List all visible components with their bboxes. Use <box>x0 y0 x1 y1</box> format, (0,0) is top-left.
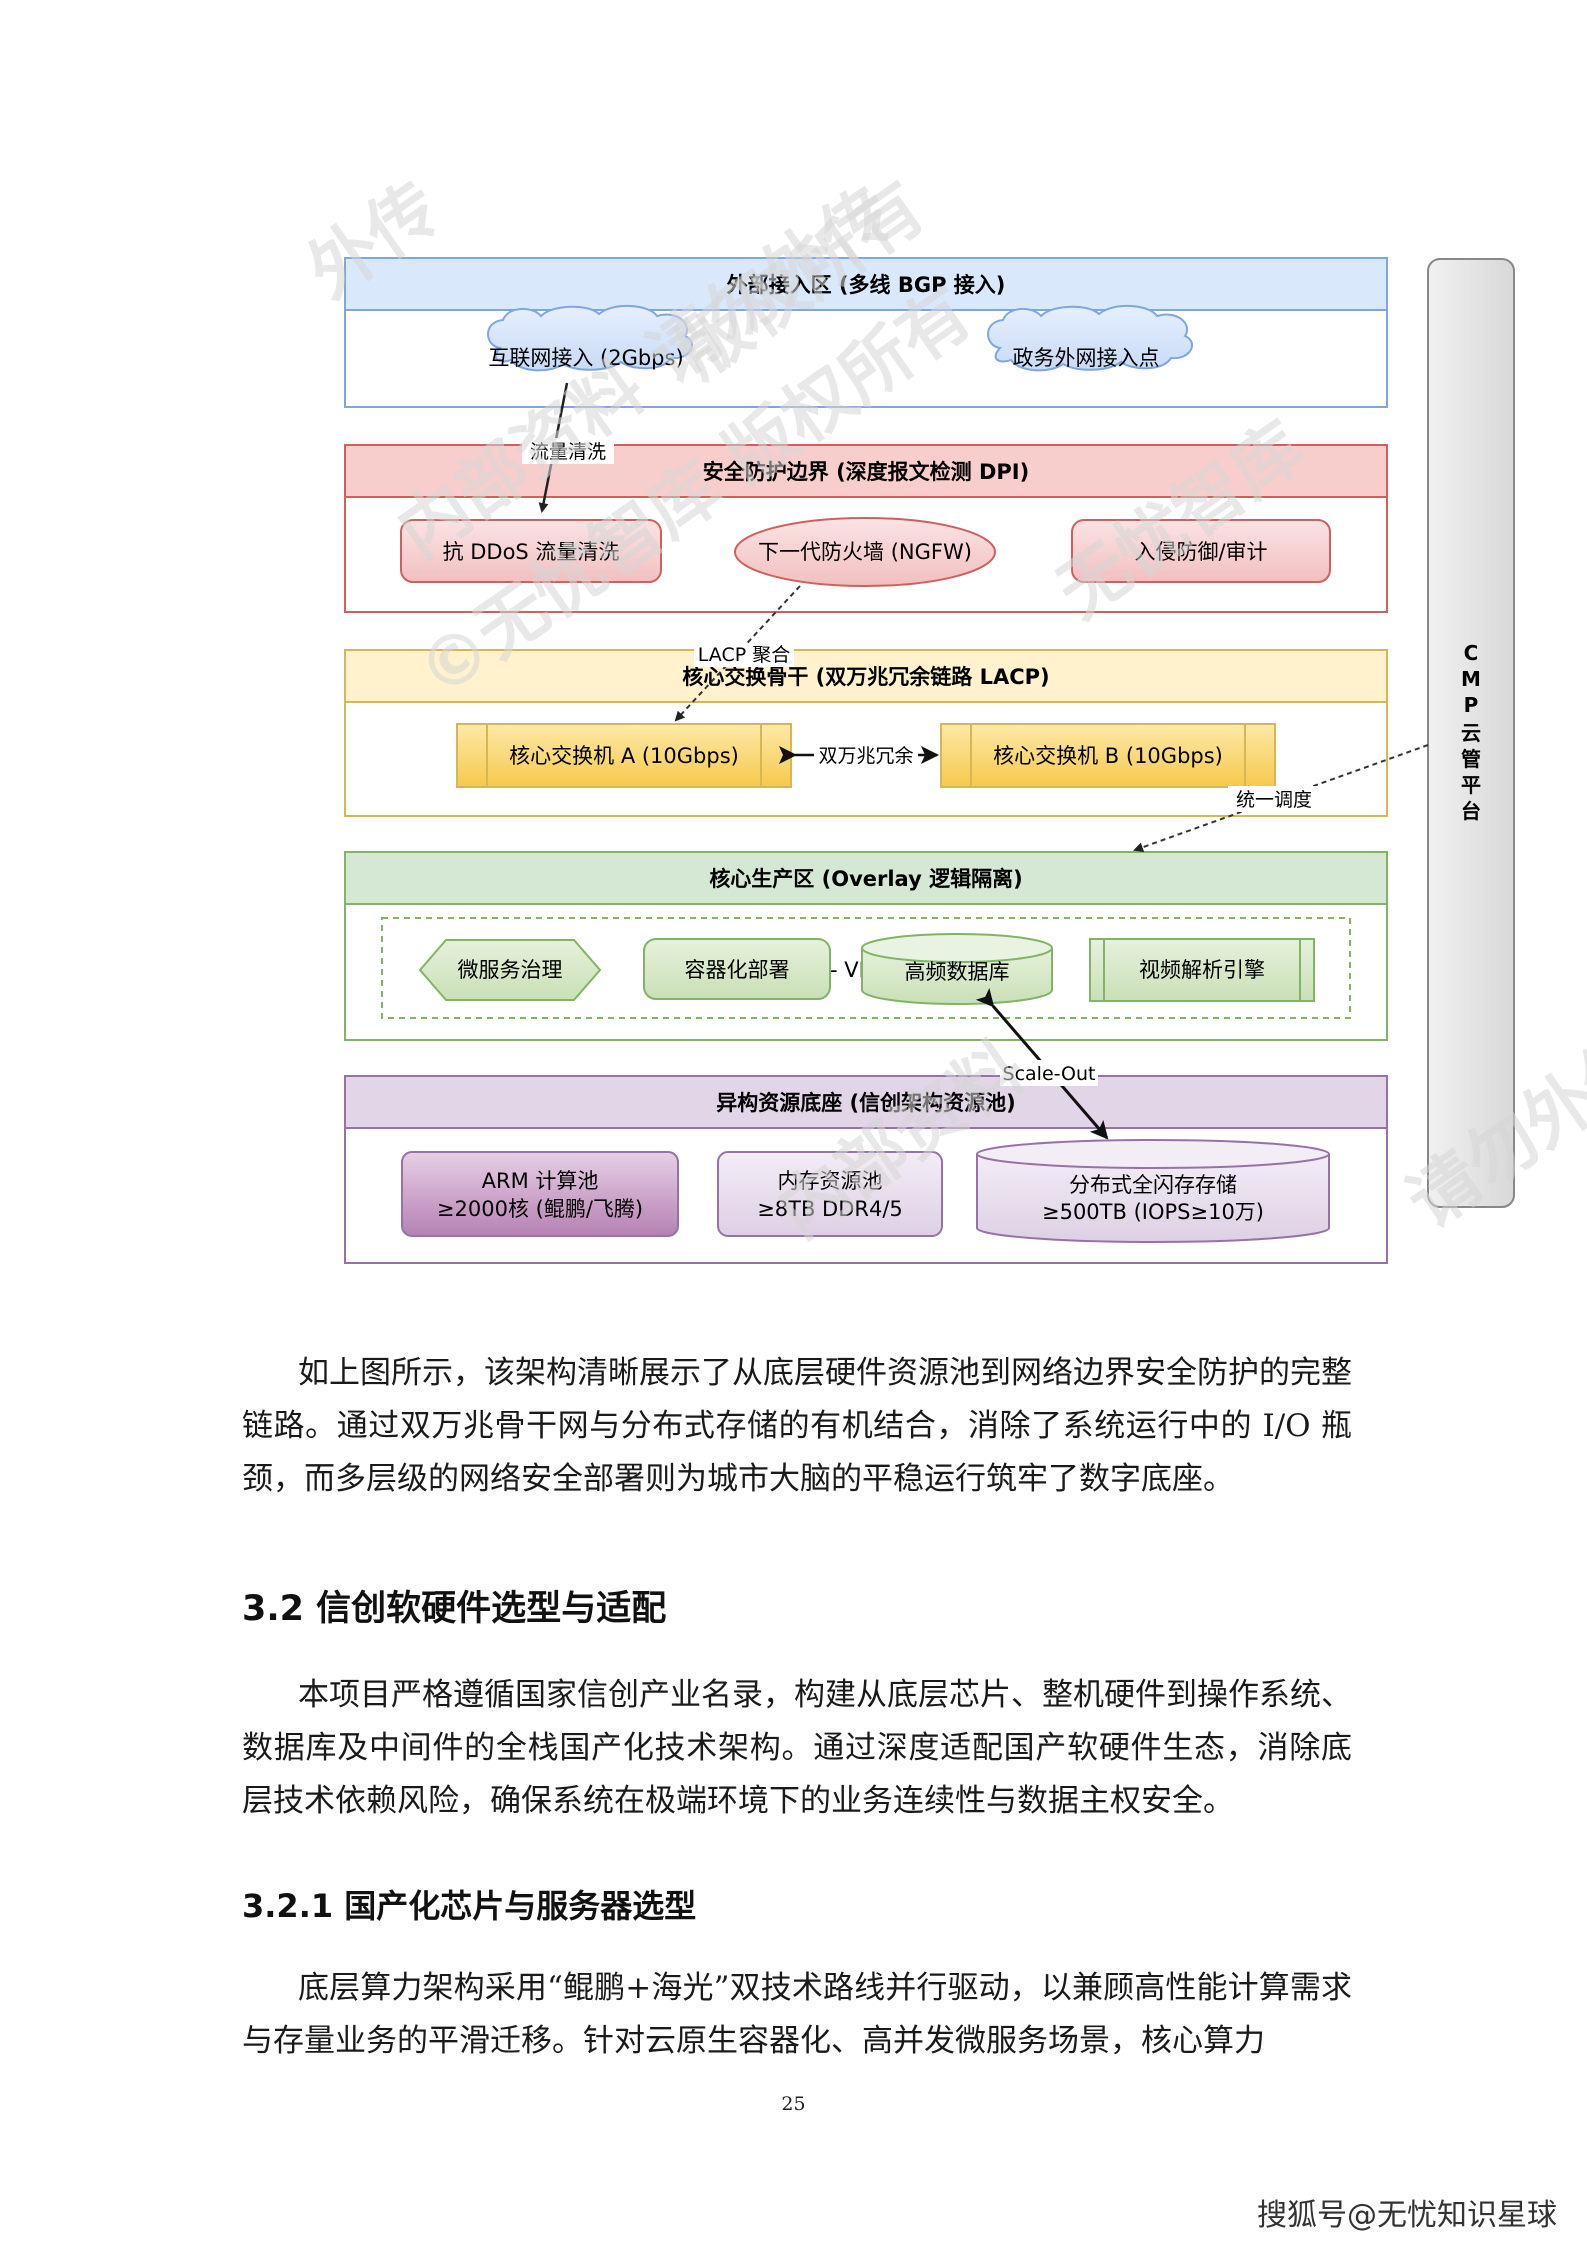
ngfw-ellipse <box>734 517 996 587</box>
zone-security-title: 安全防护边界 (深度报文检测 DPI) <box>703 460 1029 484</box>
edge-lacp: LACP 聚合 <box>674 585 801 722</box>
arm-pool-line1: ARM 计算池 <box>482 1169 599 1193</box>
cloud-internet-label: 互联网接入 (2Gbps) <box>488 346 683 370</box>
microservice-hexagon <box>418 939 602 1001</box>
cmp-platform: C M P 云 管 平 台 <box>1427 258 1515 1208</box>
zone-resources-title: 异构资源底座 (信创架构资源池) <box>716 1091 1016 1115</box>
storage-line2: ≥500TB (IOPS≥10万) <box>1042 1200 1264 1224</box>
zone-core-title: 核心交换骨干 (双万兆冗余链路 LACP) <box>682 665 1049 689</box>
edge-traffic-clean: 流量清洗 <box>522 382 614 513</box>
zone-production-title: 核心生产区 (Overlay 逻辑隔离) <box>709 867 1022 891</box>
ddos-box <box>400 519 662 583</box>
paragraph-diagram-summary: 如上图所示，该架构清晰展示了从底层硬件资源池到网络边界安全防护的完整链路。通过双… <box>242 1355 1352 1497</box>
cmp-char-4: 管 <box>1461 747 1481 771</box>
video-engine-box <box>1089 938 1315 1002</box>
section-heading-3-2-1: 3.2.1 国产化芯片与服务器选型 <box>242 1887 697 1925</box>
paragraph-xinchuang-intro: 本项目严格遵循国家信创产业名录，构建从底层芯片、整机硬件到操作系统、数据库及中间… <box>242 1677 1352 1819</box>
cloud-gov-label: 政务外网接入点 <box>1013 346 1160 370</box>
zone-external-title: 外部接入区 (多线 BGP 接入) <box>727 273 1006 297</box>
switch-a-label: 核心交换机 A (10Gbps) <box>509 744 739 768</box>
storage-line1: 分布式全闪存存储 <box>1069 1173 1237 1197</box>
storage-cylinder <box>976 1139 1330 1243</box>
arm-pool-box <box>401 1151 679 1237</box>
redundant-link-label: 双万兆冗余 <box>818 745 913 767</box>
container-label: 容器化部署 <box>685 958 790 982</box>
zone-production: 核心生产区 (Overlay 逻辑隔离) 微服务治理 容器化部署 - VP 高频… <box>344 851 1388 1041</box>
edge-dispatch: 统一调度 <box>1133 744 1429 853</box>
ddos-label: 抗 DDoS 流量清洗 <box>443 540 620 564</box>
cmp-char-2: P <box>1464 693 1479 717</box>
edge-scale-out: Scale-Out <box>975 988 1109 1140</box>
page-number: 25 <box>781 2093 806 2115</box>
cloud-internet-shape <box>487 304 693 372</box>
memory-pool-line2: ≥8TB DDR4/5 <box>757 1197 903 1221</box>
switch-b-box <box>940 723 1276 788</box>
video-engine-label: 视频解析引擎 <box>1139 958 1265 982</box>
ids-box <box>1071 519 1331 583</box>
cmp-char-6: 台 <box>1461 799 1481 823</box>
edge-dispatch-label: 统一调度 <box>1236 789 1312 811</box>
edge-scale-out-label: Scale-Out <box>1003 1063 1096 1085</box>
zone-security: 安全防护边界 (深度报文检测 DPI) 抗 DDoS 流量清洗 下一代防火墙 (… <box>344 444 1388 613</box>
architecture-diagram: 外部接入区 (多线 BGP 接入) 互联网接入 (2Gbps) 政务外网接入点 … <box>293 166 1587 1264</box>
edge-traffic-clean-label: 流量清洗 <box>530 441 606 463</box>
edge-lacp-label: LACP 聚合 <box>698 644 790 666</box>
section-heading-3-2: 3.2 信创软硬件选型与适配 <box>242 1589 667 1629</box>
arm-pool-line2: ≥2000核 (鲲鹏/飞腾) <box>437 1197 643 1221</box>
overlay-dashed-area <box>381 917 1351 1019</box>
database-label: 高频数据库 <box>905 960 1010 984</box>
switch-b-label: 核心交换机 B (10Gbps) <box>993 744 1223 768</box>
zone-resources: 异构资源底座 (信创架构资源池) ARM 计算池 ≥2000核 (鲲鹏/飞腾) … <box>344 1075 1388 1264</box>
container-box <box>643 938 831 1000</box>
cloud-gov-shape <box>987 304 1193 372</box>
zone-core: 核心交换骨干 (双万兆冗余链路 LACP) 核心交换机 A (10Gbps) 核… <box>344 649 1388 817</box>
cmp-char-3: 云 <box>1461 721 1481 745</box>
memory-pool-box <box>717 1151 943 1237</box>
zone-external: 外部接入区 (多线 BGP 接入) 互联网接入 (2Gbps) 政务外网接入点 <box>344 257 1388 408</box>
ids-label: 入侵防御/审计 <box>1134 540 1267 564</box>
paragraph-chip-selection: 底层算力架构采用“鲲鹏+海光”双技术路线并行驱动，以兼顾高性能计算需求与存量业务… <box>242 1970 1352 2059</box>
cmp-char-0: C <box>1464 641 1479 665</box>
source-footer: 搜狐号@无忧知识星球 <box>1257 2198 1557 2233</box>
memory-pool-line1: 内存资源池 <box>778 1169 883 1193</box>
ngfw-label: 下一代防火墙 (NGFW) <box>758 540 972 564</box>
cmp-char-1: M <box>1461 667 1481 691</box>
cmp-char-5: 平 <box>1461 773 1481 797</box>
microservice-label: 微服务治理 <box>458 958 563 982</box>
